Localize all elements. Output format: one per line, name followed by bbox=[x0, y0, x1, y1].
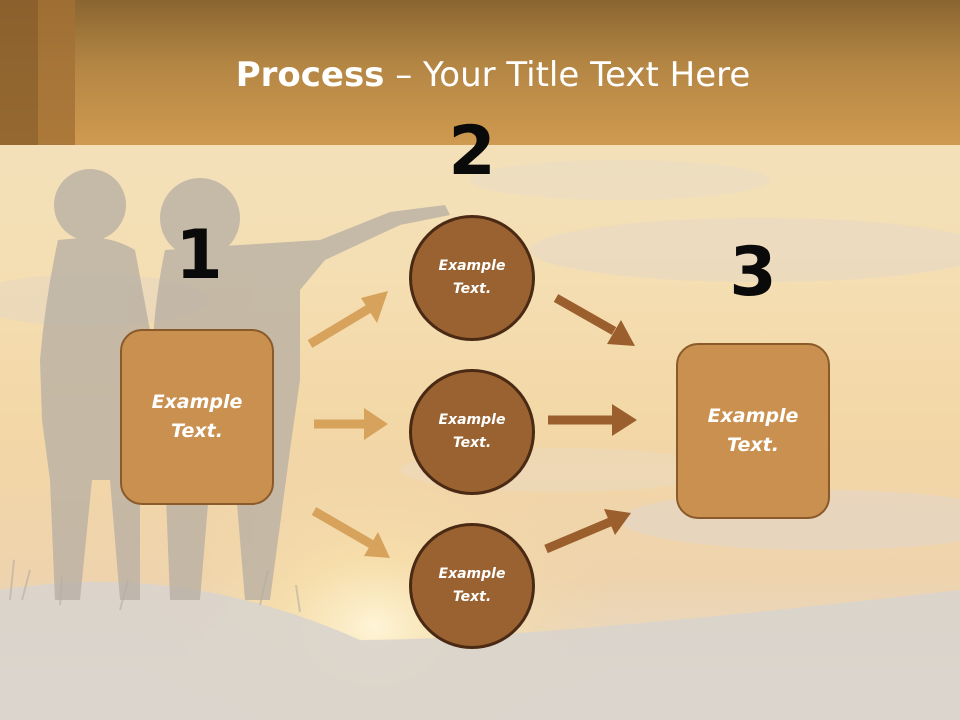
right-process-box[interactable]: Example Text. bbox=[676, 343, 830, 519]
arrow-top-circle-to-box bbox=[553, 294, 635, 346]
right-box-text: Example Text. bbox=[707, 405, 799, 456]
header-stripe-left bbox=[0, 0, 38, 145]
title-bold: Process bbox=[235, 55, 385, 95]
left-box-text: Example Text. bbox=[151, 391, 243, 442]
arrow-bottom-circle-to-box bbox=[544, 509, 631, 554]
title-rest: – Your Title Text Here bbox=[384, 55, 751, 95]
circle-bottom-text: Example Text. bbox=[438, 566, 506, 605]
arrow-to-top-circle bbox=[307, 291, 388, 348]
step-number-1: 1 bbox=[175, 216, 223, 295]
step-number-3: 3 bbox=[729, 233, 777, 312]
circle-bottom[interactable]: Example Text. bbox=[409, 523, 535, 649]
circle-top-text: Example Text. bbox=[438, 258, 506, 297]
left-process-box[interactable]: Example Text. bbox=[120, 329, 274, 505]
header-stripe-inner bbox=[38, 0, 75, 145]
circle-middle-text: Example Text. bbox=[438, 412, 506, 451]
circle-middle[interactable]: Example Text. bbox=[409, 369, 535, 495]
arrow-to-middle-circle bbox=[314, 408, 388, 440]
title-bar bbox=[0, 0, 960, 145]
arrow-middle-circle-to-box bbox=[548, 404, 637, 436]
step-number-2: 2 bbox=[448, 112, 496, 191]
arrow-to-bottom-circle bbox=[311, 507, 390, 558]
circle-top[interactable]: Example Text. bbox=[409, 215, 535, 341]
slide-title: Process – Your Title Text Here bbox=[0, 52, 960, 98]
